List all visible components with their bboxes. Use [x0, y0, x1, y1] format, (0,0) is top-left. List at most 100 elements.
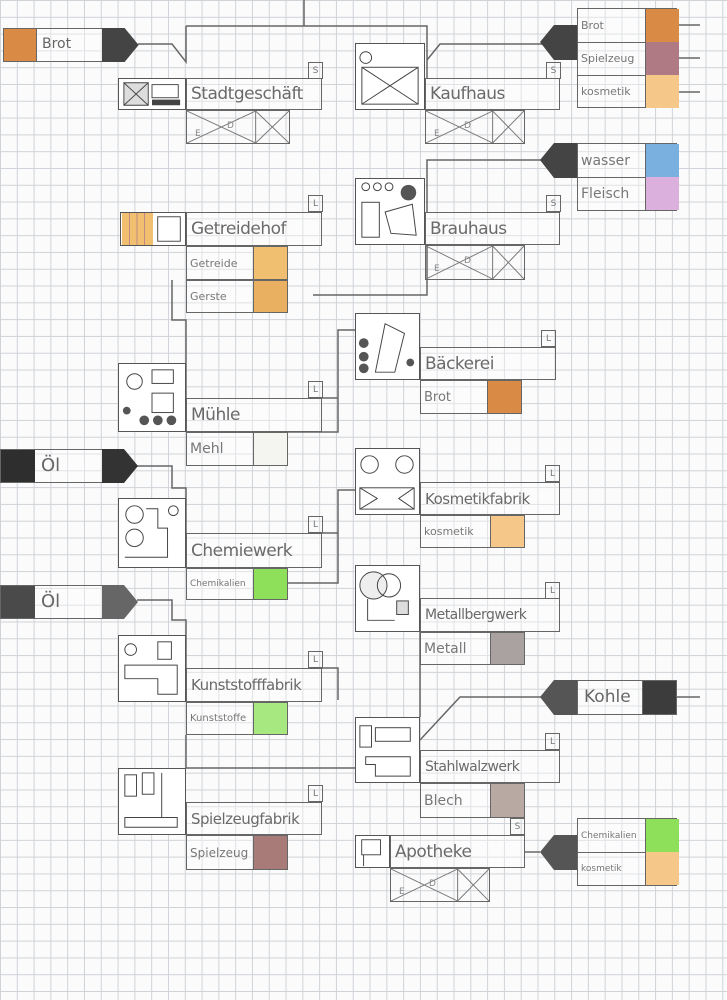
- oel-color-swatch: [1, 586, 35, 618]
- color-swatch: [487, 381, 521, 413]
- output-getreide: Getreide: [186, 246, 288, 280]
- output-label: Spielzeug: [190, 845, 249, 860]
- building-title-spielzeugfabrik[interactable]: Spielzeugfabrik: [186, 802, 322, 835]
- output-chemikalien: Chemikalien: [186, 568, 288, 600]
- size-tag: L: [308, 651, 323, 668]
- output-label: Gerste: [190, 290, 227, 303]
- color-swatch: [253, 569, 287, 599]
- input-label: Brot: [581, 19, 604, 32]
- metallbergwerk-icon: [355, 565, 420, 632]
- color-swatch: [645, 9, 679, 42]
- input-label: wasser: [581, 152, 630, 169]
- input-label: kosmetik: [581, 85, 631, 98]
- size-tag: L: [545, 582, 560, 599]
- stahlwalzwerk-icon: [355, 717, 420, 783]
- building-title-stadtgeschaeft[interactable]: Stadtgeschäft: [186, 78, 322, 110]
- kunststofffabrik-icon: [118, 635, 186, 702]
- brauhaus-icon: [355, 178, 425, 245]
- brot-color-swatch: [4, 29, 37, 61]
- output-label: Getreide: [190, 256, 238, 270]
- size-tag: L: [308, 381, 323, 398]
- color-swatch: [253, 703, 287, 734]
- input-label: Brot: [42, 36, 72, 52]
- building-title-apotheke[interactable]: Apotheke: [390, 835, 525, 868]
- output-label: Chemikalien: [190, 579, 246, 589]
- getreidehof-icon: [120, 212, 186, 246]
- building-title-kosmetikfabrik[interactable]: Kosmetikfabrik: [420, 482, 560, 515]
- arrow-left-icon: [540, 143, 577, 178]
- size-tag: S: [546, 62, 561, 79]
- input-oel-2: Öl: [0, 585, 103, 619]
- arrow-right-icon: [102, 28, 139, 62]
- output-label: Brot: [424, 389, 452, 405]
- output-metall: Metall: [420, 632, 525, 665]
- size-tag: L: [545, 465, 560, 482]
- color-swatch: [490, 516, 524, 547]
- output-kosmetik: kosmetik: [420, 515, 525, 548]
- output-label: kosmetik: [424, 525, 474, 538]
- kohle-color-swatch: [642, 681, 676, 714]
- spielzeugfabrik-icon: [118, 768, 186, 835]
- input-list-apotheke: Chemikalien kosmetik: [577, 818, 679, 886]
- output-label: Mehl: [190, 441, 224, 457]
- output-blech: Blech: [420, 783, 525, 818]
- color-swatch: [253, 836, 287, 869]
- building-title-getreidehof[interactable]: Getreidehof: [186, 212, 322, 246]
- input-brot-left: Brot: [3, 28, 103, 62]
- building-title-brauhaus[interactable]: Brauhaus: [425, 212, 560, 245]
- input-label: Öl: [41, 455, 61, 476]
- color-swatch: [490, 633, 524, 664]
- color-swatch: [645, 42, 679, 75]
- color-swatch: [253, 247, 287, 279]
- output-brot: Brot: [420, 380, 522, 414]
- size-tag: S: [510, 818, 525, 835]
- input-label: Kohle: [584, 687, 631, 707]
- input-oel-1: Öl: [0, 449, 103, 483]
- arrow-left-icon: [540, 680, 577, 715]
- building-title-metallbergwerk[interactable]: Metallbergwerk: [420, 598, 560, 632]
- output-gerste: Gerste: [186, 280, 288, 313]
- stadtgeschaeft-icon: [118, 78, 186, 110]
- input-label: Fleisch: [581, 185, 630, 202]
- size-tag: S: [546, 195, 561, 212]
- output-label: Kunststoffe: [190, 713, 247, 724]
- arrow-left-icon: [540, 835, 577, 870]
- output-label: Metall: [424, 640, 467, 657]
- building-title-muehle[interactable]: Mühle: [186, 398, 322, 432]
- kosmetikfabrik-icon: [355, 448, 420, 515]
- output-kunststoffe: Kunststoffe: [186, 702, 288, 735]
- input-label: kosmetik: [581, 863, 622, 874]
- building-title-stahlwalzwerk[interactable]: Stahlwalzwerk: [420, 750, 560, 783]
- color-swatch: [253, 433, 287, 465]
- output-label: Blech: [424, 792, 463, 809]
- arrow-right-icon: [102, 449, 138, 483]
- size-tag: S: [308, 62, 323, 79]
- chemiewerk-icon: [118, 498, 186, 568]
- size-tag: L: [308, 785, 323, 802]
- size-tag: L: [545, 733, 560, 750]
- color-swatch: [645, 144, 679, 177]
- oel-color-swatch: [1, 450, 35, 482]
- color-swatch: [645, 819, 679, 852]
- building-title-chemiewerk[interactable]: Chemiewerk: [186, 533, 322, 568]
- building-title-kaufhaus[interactable]: Kaufhaus: [425, 78, 560, 110]
- input-label: Öl: [41, 591, 61, 612]
- muehle-icon: [118, 363, 186, 432]
- building-title-kunststofffabrik[interactable]: Kunststofffabrik: [186, 668, 322, 702]
- input-list-kaufhaus: Brot Spielzeug kosmetik: [577, 8, 679, 108]
- output-spielzeug: Spielzeug: [186, 835, 288, 870]
- input-label: Spielzeug: [581, 52, 635, 65]
- size-tag: L: [541, 330, 556, 347]
- output-mehl: Mehl: [186, 432, 288, 466]
- apotheke-icon: [355, 835, 390, 868]
- building-title-baeckerei[interactable]: Bäckerei: [420, 347, 556, 380]
- kaufhaus-icon: [355, 43, 425, 110]
- size-tag: L: [308, 195, 323, 212]
- color-swatch: [645, 852, 679, 885]
- input-kohle: Kohle: [577, 680, 677, 715]
